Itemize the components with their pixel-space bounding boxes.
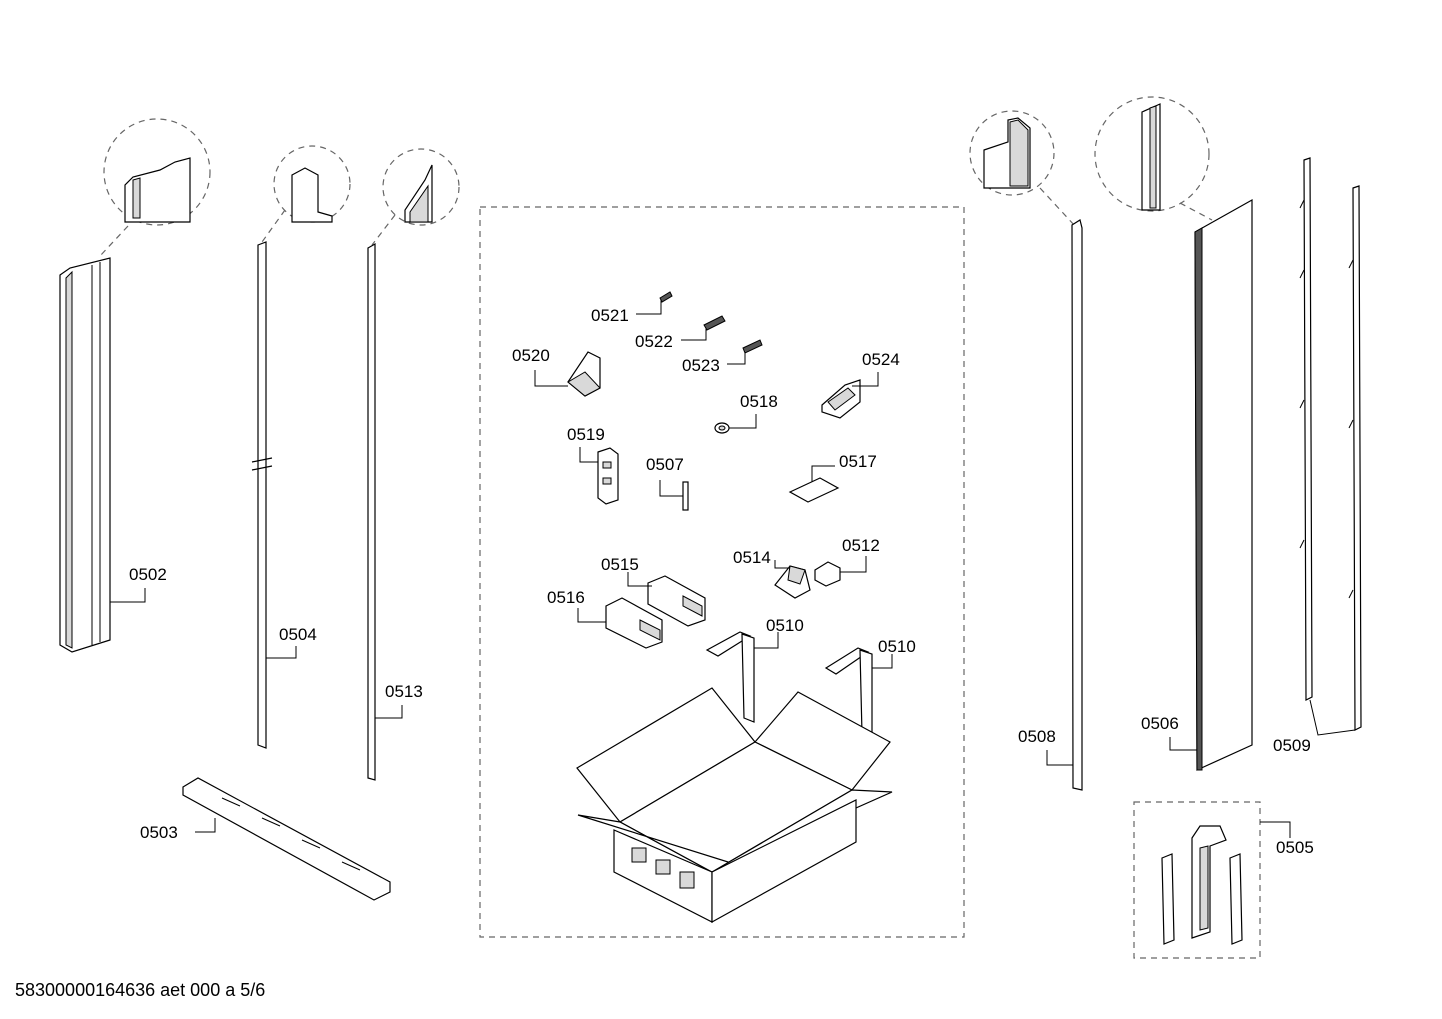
part-0521: 0521 bbox=[591, 291, 673, 325]
part-0522: 0522 bbox=[635, 315, 726, 351]
label-0505: 0505 bbox=[1276, 838, 1314, 857]
document-id: 58300000164636 aet 000 a 5/6 bbox=[15, 980, 266, 1000]
part-0520: 0520 bbox=[512, 346, 601, 397]
part-0509: 0509 bbox=[1273, 157, 1362, 755]
label-0515: 0515 bbox=[601, 555, 639, 574]
label-0516: 0516 bbox=[547, 588, 585, 607]
part-0508: 0508 bbox=[969, 110, 1083, 791]
part-0503: 0503 bbox=[140, 777, 391, 901]
part-0514: 0514 bbox=[733, 548, 811, 599]
part-0505: 0505 bbox=[1133, 801, 1314, 959]
label-0510-a: 0510 bbox=[766, 616, 804, 635]
part-0519: 0519 bbox=[567, 425, 619, 505]
label-0523: 0523 bbox=[682, 356, 720, 375]
label-0519: 0519 bbox=[567, 425, 605, 444]
label-0513: 0513 bbox=[385, 682, 423, 701]
part-0516: 0516 bbox=[547, 588, 663, 649]
label-0524: 0524 bbox=[862, 350, 900, 369]
label-0518: 0518 bbox=[740, 392, 778, 411]
part-0515: 0515 bbox=[601, 555, 706, 627]
part-0517: 0517 bbox=[788, 452, 877, 503]
part-0523: 0523 bbox=[682, 339, 763, 375]
label-0503: 0503 bbox=[140, 823, 178, 842]
label-0512: 0512 bbox=[842, 536, 880, 555]
part-0513: 0513 bbox=[367, 148, 460, 781]
label-0508: 0508 bbox=[1018, 727, 1056, 746]
label-0521: 0521 bbox=[591, 306, 629, 325]
label-0506: 0506 bbox=[1141, 714, 1179, 733]
part-0510-a: 0510 bbox=[705, 616, 804, 723]
label-0514: 0514 bbox=[733, 548, 771, 567]
label-0509: 0509 bbox=[1273, 736, 1311, 755]
part-0507: 0507 bbox=[646, 455, 689, 511]
part-0512: 0512 bbox=[814, 536, 880, 587]
label-0510-b: 0510 bbox=[878, 637, 916, 656]
accessory-kit-frame bbox=[479, 206, 965, 938]
part-0504: 0504 bbox=[251, 145, 351, 749]
part-0524: 0524 bbox=[821, 350, 900, 419]
label-0507: 0507 bbox=[646, 455, 684, 474]
label-0504: 0504 bbox=[279, 625, 317, 644]
packaging-box bbox=[576, 687, 893, 924]
label-0520: 0520 bbox=[512, 346, 550, 365]
label-0517: 0517 bbox=[839, 452, 877, 471]
part-0510-b: 0510 bbox=[824, 637, 916, 739]
part-0518: 0518 bbox=[714, 392, 778, 434]
part-0502: 0502 bbox=[59, 118, 211, 653]
label-0522: 0522 bbox=[635, 332, 673, 351]
label-0502: 0502 bbox=[129, 565, 167, 584]
part-0506: 0506 bbox=[1094, 96, 1253, 771]
